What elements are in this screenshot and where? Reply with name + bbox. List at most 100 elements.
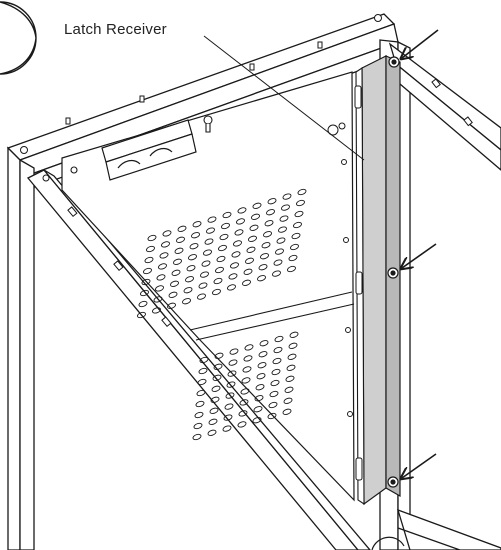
- perforation-hole: [272, 357, 282, 365]
- perforation-hole: [239, 399, 249, 406]
- perforation-hole: [182, 298, 191, 305]
- perforation-hole: [270, 379, 280, 387]
- perforation-hole: [259, 340, 269, 347]
- perforation-hole: [288, 254, 298, 262]
- perforation-hole: [255, 384, 265, 391]
- top-bracket: [101, 119, 197, 181]
- perforation-hole: [219, 233, 229, 241]
- perforation-hole: [226, 381, 236, 388]
- perforation-hole: [240, 388, 250, 395]
- perforation-hole: [274, 335, 284, 343]
- perforation-hole: [212, 288, 221, 296]
- perforation-hole: [241, 377, 251, 384]
- perforation-hole: [273, 259, 283, 266]
- perforation-hole: [231, 251, 241, 258]
- perforation-hole: [263, 231, 272, 238]
- perforation-hole: [218, 244, 227, 252]
- perforation-hole: [192, 221, 202, 228]
- cabinet-left-post: [7, 146, 35, 550]
- perforation-hole: [170, 280, 179, 287]
- perforation-hole: [213, 363, 223, 370]
- perforation-hole: [215, 266, 224, 274]
- perforation-hole: [285, 375, 295, 382]
- perforation-hole: [207, 216, 217, 223]
- perforation-hole: [206, 227, 215, 234]
- perforation-hole: [279, 215, 289, 222]
- perforation-hole: [294, 210, 304, 218]
- perforation-hole: [198, 282, 208, 289]
- perforation-hole: [258, 351, 268, 358]
- latch-receiver-label: Latch Receiver: [64, 21, 167, 38]
- perforation-hole: [289, 331, 299, 338]
- perforation-hole: [193, 422, 203, 430]
- perforation-hole: [173, 258, 182, 265]
- perforation-hole: [167, 302, 176, 309]
- perforation-hole: [275, 248, 284, 255]
- perforation-hole: [224, 403, 234, 410]
- perforation-hole: [243, 355, 253, 362]
- perforation-hole: [162, 230, 172, 237]
- perforation-hole: [168, 291, 178, 298]
- perforation-hole: [287, 353, 297, 360]
- perforation-hole: [152, 307, 161, 314]
- perforation-hole: [288, 342, 298, 349]
- perforation-hole: [191, 232, 200, 239]
- perforation-hole: [233, 240, 242, 247]
- perforation-hole: [238, 410, 248, 417]
- perforation-hole: [237, 421, 247, 428]
- perforation-hole: [261, 242, 271, 249]
- perforation-hole: [228, 273, 238, 280]
- perforation-hole: [237, 207, 247, 214]
- perforation-hole: [171, 269, 181, 276]
- cabinet-diagonal-frame: [26, 169, 371, 550]
- callout-leader-line: [203, 35, 365, 161]
- perforation-hole: [227, 284, 236, 291]
- perforation-hole: [223, 414, 233, 421]
- perforation-hole: [221, 222, 230, 230]
- perforation-pattern-lower: [192, 331, 299, 441]
- perforation-hole: [199, 356, 209, 364]
- perforation-hole: [209, 407, 219, 414]
- perforation-hole: [211, 385, 221, 392]
- frame-slots: [65, 41, 473, 328]
- perforation-hole: [234, 229, 244, 236]
- perforation-hole: [140, 289, 149, 297]
- perforation-hole: [287, 265, 296, 273]
- perforation-hole: [192, 433, 202, 441]
- top-screw-arrow: [402, 29, 439, 58]
- perforation-hole: [267, 198, 277, 205]
- perforation-hole: [196, 389, 206, 397]
- keyhole-slots: [70, 115, 213, 174]
- perforation-hole: [264, 220, 274, 227]
- perforation-hole: [293, 221, 302, 229]
- bottom-screw-arrow: [402, 453, 437, 478]
- perforation-hole: [194, 411, 204, 419]
- latch-receiver: [354, 55, 401, 506]
- perforation-hole: [143, 267, 152, 275]
- perforation-hole: [242, 279, 251, 286]
- perforation-hole: [291, 232, 301, 240]
- perforation-hole: [156, 274, 166, 281]
- perforation-hole: [245, 257, 254, 264]
- step-number-circle: [0, 1, 37, 75]
- perforation-hole: [282, 193, 292, 200]
- perforation-hole: [201, 260, 211, 267]
- perforation-hole: [246, 246, 256, 253]
- perforation-hole: [228, 359, 238, 366]
- perforation-hole: [257, 275, 266, 282]
- perforation-hole: [268, 401, 278, 409]
- perforation-hole: [159, 252, 169, 259]
- perforation-hole: [271, 368, 281, 376]
- perforation-hole: [286, 364, 296, 371]
- perforation-hole: [174, 247, 184, 254]
- top-rail-holes: [20, 14, 382, 182]
- perforation-hole: [141, 278, 151, 286]
- perforation-hole: [185, 276, 194, 283]
- perforation-hole: [137, 311, 146, 319]
- perforation-hole: [186, 265, 196, 272]
- perforation-hole: [273, 346, 283, 354]
- perforation-hole: [278, 226, 287, 233]
- perforation-hole: [183, 287, 193, 294]
- perforation-hole: [161, 241, 170, 248]
- perforation-hole: [195, 400, 205, 408]
